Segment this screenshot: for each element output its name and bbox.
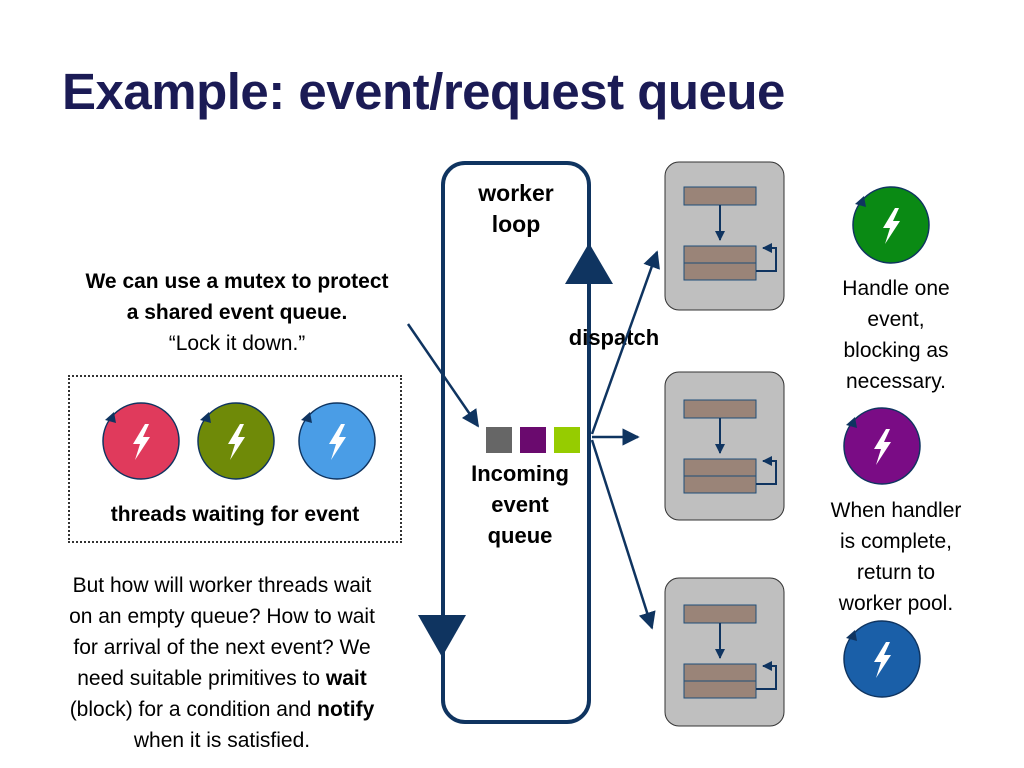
return-to-pool-text: When handler is complete, return to work… bbox=[800, 495, 992, 619]
thread-darkblue-icon bbox=[843, 620, 921, 698]
mutex-explanation: We can use a mutex to protect a shared e… bbox=[30, 266, 444, 359]
queue-label: Incoming event queue bbox=[441, 458, 599, 551]
question-line-4-text: need suitable primitives to bbox=[77, 667, 326, 690]
mutex-line-2: a shared event queue. bbox=[126, 301, 348, 324]
notify-keyword: notify bbox=[317, 698, 375, 721]
question-explanation: But how will worker threads wait on an e… bbox=[20, 570, 424, 756]
dispatch-arrow-top bbox=[590, 250, 660, 435]
wait-keyword: wait bbox=[325, 667, 367, 690]
dispatch-label: dispatch bbox=[568, 325, 660, 350]
worker-loop-line-2: loop bbox=[491, 211, 541, 237]
question-line-1: But how will worker threads wait bbox=[72, 574, 372, 597]
queue-item-gray bbox=[486, 427, 512, 453]
handler-panel-1 bbox=[664, 161, 785, 311]
handle-text-line-4: necessary. bbox=[846, 370, 946, 393]
mutex-to-queue-arrow bbox=[406, 323, 480, 428]
question-line-6: when it is satisfied. bbox=[133, 729, 311, 752]
queue-label-line-1: Incoming bbox=[471, 461, 569, 486]
question-line-2: on an empty queue? How to wait bbox=[69, 605, 375, 628]
thread-olive-icon bbox=[197, 402, 275, 480]
handler-panel-3 bbox=[664, 577, 785, 727]
handle-text-line-1: Handle one bbox=[842, 277, 950, 300]
loop-up-arrow bbox=[565, 243, 613, 290]
handler-panel-2 bbox=[664, 371, 785, 521]
thread-red-icon bbox=[102, 402, 180, 480]
worker-loop-label: worker loop bbox=[441, 178, 591, 240]
waiting-threads-label: threads waiting for event bbox=[110, 503, 360, 526]
mutex-line-1: We can use a mutex to protect bbox=[85, 270, 389, 293]
queue-label-line-3: queue bbox=[487, 523, 553, 548]
queue-label-line-2: event bbox=[491, 492, 549, 517]
return-text-line-4: worker pool. bbox=[838, 592, 954, 615]
handle-event-text: Handle one event, blocking as necessary. bbox=[800, 273, 992, 397]
queue-item-lime bbox=[554, 427, 580, 453]
page-title: Example: event/request queue bbox=[62, 63, 785, 120]
mutex-line-3: “Lock it down.” bbox=[168, 332, 306, 355]
question-line-5-text: (block) for a condition and bbox=[69, 698, 318, 721]
return-text-line-3: return to bbox=[856, 561, 936, 584]
queue-item-purple bbox=[520, 427, 546, 453]
thread-green-icon bbox=[852, 186, 930, 264]
worker-loop-line-1: worker bbox=[478, 180, 554, 206]
return-text-line-1: When handler bbox=[830, 499, 962, 522]
loop-down-arrow bbox=[418, 615, 466, 657]
thread-lightblue-icon bbox=[298, 402, 376, 480]
handle-text-line-3: blocking as bbox=[843, 339, 949, 362]
thread-purple-icon bbox=[843, 407, 921, 485]
dispatch-arrow-bottom bbox=[590, 439, 656, 630]
question-line-3: for arrival of the next event? We bbox=[73, 636, 371, 659]
question-line-4: need suitable primitives to wait bbox=[20, 663, 424, 694]
question-line-5: (block) for a condition and notify bbox=[20, 694, 424, 725]
return-text-line-2: is complete, bbox=[839, 530, 953, 553]
waiting-threads-box bbox=[68, 375, 402, 543]
handle-text-line-2: event, bbox=[867, 308, 925, 331]
